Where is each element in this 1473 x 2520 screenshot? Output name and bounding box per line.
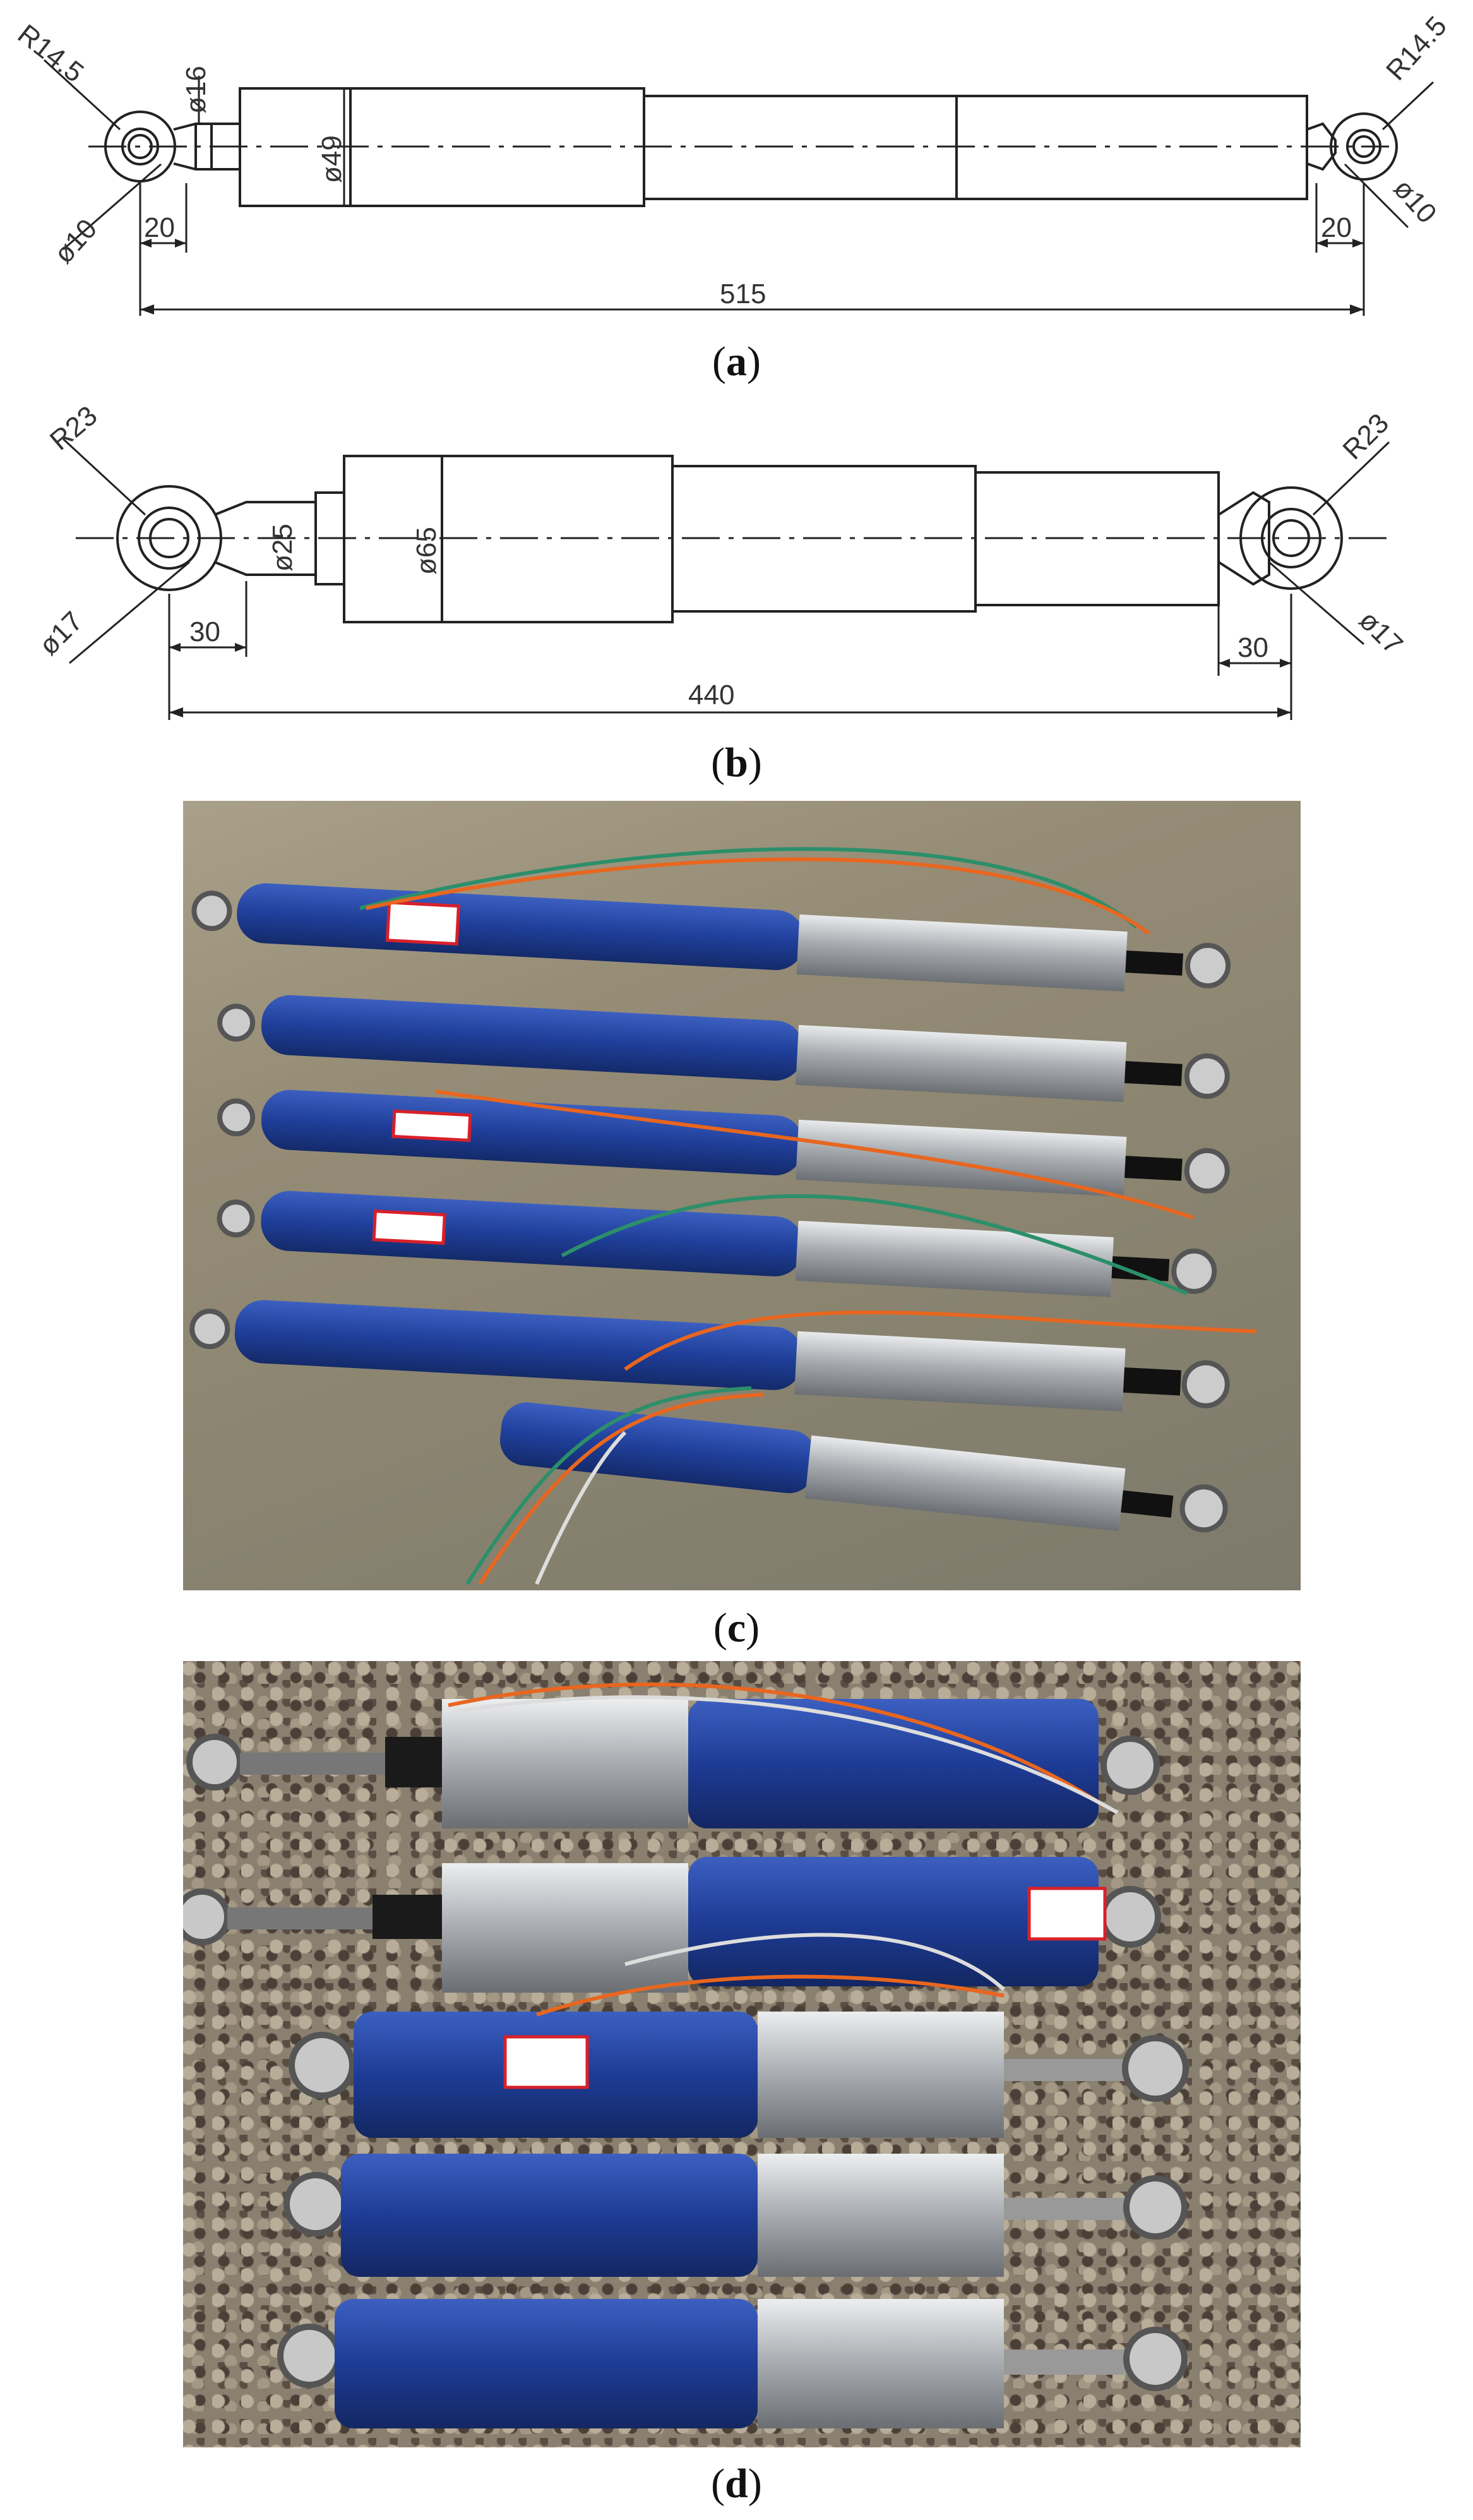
caption-a: (a) [712,339,761,385]
caption-c: (c) [713,1605,760,1651]
sensor-row [183,1857,1161,1993]
label-r-right: R23 [1337,407,1395,465]
label-body-diameter: ø49 [316,135,347,183]
sleeve [643,95,1308,200]
sensor-row [186,1699,1160,1828]
sensor-row [217,1191,1217,1297]
photo-c [183,801,1301,1590]
label-r-right: R14.5 [1380,11,1453,87]
drawing-a: R14.5 ø16 ø49 ø10 20 515 20 R14.5 ø10 [12,11,1453,316]
drawing-b: R23 ø25 ø65 ø17 30 440 30 R23 ø17 [33,400,1409,720]
label-pin-right: ø10 [1388,173,1443,229]
label-eye-right: 30 [1237,632,1268,663]
sensor-row [277,2299,1188,2428]
label-rod-diameter: ø25 [267,524,298,572]
sensor-row [499,1402,1228,1533]
right-eye-outer [1330,112,1398,181]
label-rod-diameter: ø16 [181,66,212,114]
label-eye-left: 30 [189,616,220,647]
label-pin-right: ø17 [1353,604,1409,660]
sensors-photo-c [189,847,1257,1585]
label-eye-right: 20 [1321,212,1352,243]
right-eye-inner [1346,129,1381,164]
label-overall: 515 [720,279,766,309]
sensor-row [283,2154,1188,2277]
photo-d [183,1661,1301,2447]
sensor-row [189,1300,1230,1412]
label-eye-left: 20 [144,212,175,243]
wires [448,1683,1119,2017]
sensor-row [217,995,1230,1102]
left-eye-inner [121,128,159,165]
label-body-diameter: ø65 [411,527,442,575]
label-overall: 440 [688,680,734,711]
sensors-photo-d [183,1683,1189,2428]
sensor-row [289,2012,1189,2138]
caption-b: (b) [711,740,762,786]
wires [359,847,1257,1585]
label-r-left: R14.5 [12,18,90,88]
caption-d: (d) [711,2461,762,2507]
label-r-left: R23 [44,400,103,456]
